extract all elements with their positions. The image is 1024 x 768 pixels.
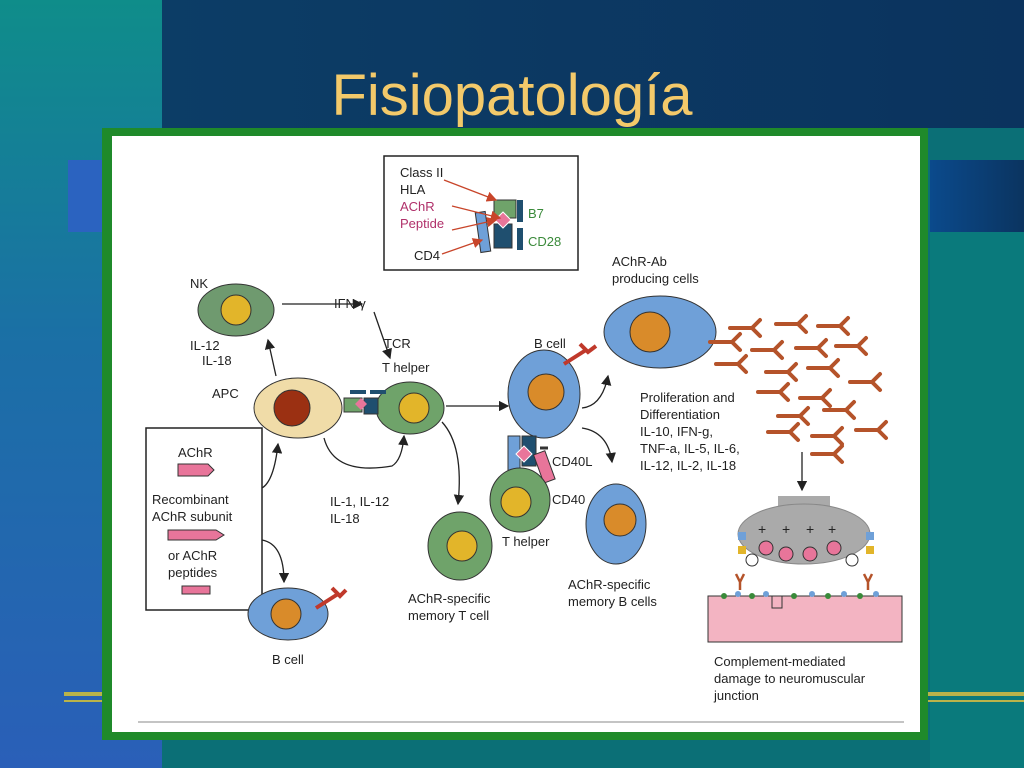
- t-helper-nucleus-top: [398, 392, 430, 424]
- label-complement-3: junction: [713, 688, 759, 703]
- label-cd4: CD4: [414, 248, 440, 263]
- figure-panel: Class II HLA AChR Peptide CD4 B7 CD28 NK…: [112, 136, 920, 732]
- background-accent-right: [930, 160, 1024, 232]
- label-tcr: TCR: [384, 336, 411, 351]
- label-t-helper-top: T helper: [382, 360, 430, 375]
- b-cell-bottom-nucleus: [270, 598, 302, 630]
- label-ifn-gamma: IFN-γ: [334, 296, 366, 311]
- label-prolif-3: IL-10, IFN-g,: [640, 424, 713, 439]
- cd28-shape: [517, 228, 523, 250]
- label-hla: HLA: [400, 182, 426, 197]
- memory-b-cell-nucleus: [603, 503, 637, 537]
- label-cytokines-mid-1: IL-1, IL-12: [330, 494, 389, 509]
- memory-t-cell-nucleus: [446, 530, 478, 562]
- label-prolif-5: IL-12, IL-2, IL-18: [640, 458, 736, 473]
- legend-peptide-shape: [181, 585, 211, 595]
- b7-shape: [517, 200, 523, 222]
- ab-producing-cell-nucleus: [629, 311, 671, 353]
- label-class-ii: Class II: [400, 165, 443, 180]
- label-nk: NK: [190, 276, 208, 291]
- t-helper-nucleus-mid: [500, 486, 532, 518]
- legend-achr-shape: [177, 463, 215, 477]
- background-right-panel: [930, 232, 1024, 768]
- label-prolif-2: Differentiation: [640, 407, 720, 422]
- pathophysiology-diagram: Class II HLA AChR Peptide CD4 B7 CD28 NK…: [138, 155, 904, 723]
- neuromuscular-junction: + + + +: [707, 496, 903, 643]
- legend-recombinant: Recombinant: [152, 492, 229, 507]
- background-top-band: [162, 0, 1024, 128]
- label-peptide: Peptide: [400, 216, 444, 231]
- legend-achr-subunit: AChR subunit: [152, 509, 233, 524]
- svg-text:+: +: [758, 521, 766, 537]
- label-il18-nk: IL-18: [202, 353, 232, 368]
- antibody-cloud: [708, 314, 888, 464]
- label-complement-2: damage to neuromuscular: [714, 671, 866, 686]
- legend-subunit-shape: [167, 529, 225, 541]
- label-apc: APC: [212, 386, 239, 401]
- label-cd28: CD28: [528, 234, 561, 249]
- apc-cell-nucleus: [273, 389, 311, 427]
- nk-cell-nucleus: [220, 294, 252, 326]
- cd40-synapse: [507, 435, 556, 484]
- label-memory-b-1: AChR-specific: [568, 577, 651, 592]
- b-cell-bottom-antibody: [314, 586, 348, 610]
- legend-box: AChR Recombinant AChR subunit or AChR pe…: [145, 427, 263, 611]
- label-memory-b-2: memory B cells: [568, 594, 657, 609]
- label-ab-cells-1: AChR-Ab: [612, 254, 667, 269]
- label-complement-1: Complement-mediated: [714, 654, 846, 669]
- label-ab-cells-2: producing cells: [612, 271, 699, 286]
- label-cd40: CD40: [552, 492, 585, 507]
- b-cell-mid-nucleus: [527, 373, 565, 411]
- svg-text:+: +: [782, 521, 790, 537]
- legend-or-achr: or AChR: [168, 548, 217, 563]
- label-b-cell-bottom: B cell: [272, 652, 304, 667]
- b-cell-mid-antibody: [562, 342, 598, 366]
- svg-text:+: +: [806, 521, 814, 537]
- label-t-helper-mid: T helper: [502, 534, 550, 549]
- label-il12-nk: IL-12: [190, 338, 220, 353]
- background-accent-left: [68, 160, 108, 232]
- label-cd40l: CD40L: [552, 454, 592, 469]
- apc-t-cell-synapse: [343, 390, 386, 415]
- label-b-cell-mid: B cell: [534, 336, 566, 351]
- legend-peptides: peptides: [168, 565, 218, 580]
- label-b7: B7: [528, 206, 544, 221]
- legend-achr: AChR: [178, 445, 213, 460]
- label-memory-t-2: memory T cell: [408, 608, 489, 623]
- inset-antigen-presentation: Class II HLA AChR Peptide CD4 B7 CD28: [383, 155, 579, 271]
- cd4-shape: [474, 210, 492, 254]
- label-prolif-4: TNF-a, IL-5, IL-6,: [640, 441, 740, 456]
- label-cytokines-mid-2: IL-18: [330, 511, 360, 526]
- label-achr: AChR: [400, 199, 435, 214]
- label-prolif-1: Proliferation and: [640, 390, 735, 405]
- svg-text:+: +: [828, 521, 836, 537]
- slide-title: Fisiopatología: [331, 63, 693, 128]
- label-memory-t-1: AChR-specific: [408, 591, 491, 606]
